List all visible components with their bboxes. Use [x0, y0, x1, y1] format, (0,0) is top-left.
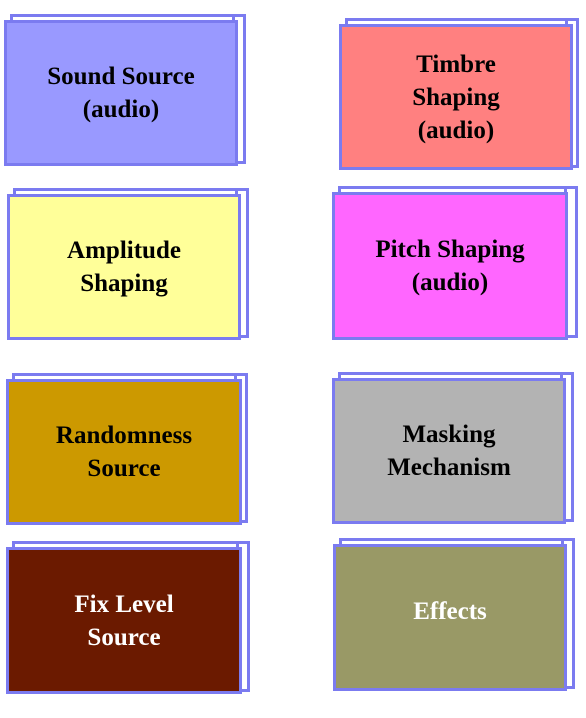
amplitude-shaping-block: Amplitude Shaping	[7, 188, 249, 340]
block-label-line: Source	[87, 623, 161, 651]
block-label-line: (audio)	[417, 116, 495, 144]
block-label-line: Amplitude	[67, 237, 181, 264]
sound-source-block: Sound Source (audio)	[4, 14, 246, 166]
sound-source-face: Sound Source (audio)	[4, 20, 238, 166]
block-label-line: Randomness	[55, 422, 193, 449]
block-label-line: Sound Source	[47, 63, 195, 90]
block-label-line: Mechanism	[387, 454, 511, 481]
randomness-source-block: Randomness Source	[6, 373, 248, 525]
timbre-shaping-block: Timbre Shaping (audio)	[339, 18, 579, 170]
block-label-line: Shaping	[412, 83, 500, 111]
block-label-line: Fix Level	[74, 590, 174, 618]
block-label-line: Effects	[413, 598, 487, 625]
block-label-line: Shaping	[80, 270, 168, 297]
effects-face: Effects	[333, 544, 567, 691]
block-label-line: Timbre	[416, 50, 496, 78]
timbre-shaping-face: Timbre Shaping (audio)	[339, 24, 573, 170]
block-label-line: Masking	[402, 421, 496, 448]
fix-level-source-block: Fix Level Source	[6, 541, 250, 694]
effects-block: Effects	[333, 538, 575, 691]
block-label-line: (audio)	[411, 269, 489, 296]
pitch-shaping-face: Pitch Shaping (audio)	[332, 192, 568, 340]
block-label-line: Pitch Shaping	[375, 236, 525, 263]
pitch-shaping-block: Pitch Shaping (audio)	[332, 186, 578, 340]
masking-mechanism-face: Masking Mechanism	[332, 378, 566, 524]
fix-level-source-face: Fix Level Source	[6, 547, 242, 694]
masking-mechanism-block: Masking Mechanism	[332, 372, 574, 524]
randomness-source-face: Randomness Source	[6, 379, 242, 525]
amplitude-shaping-face: Amplitude Shaping	[7, 194, 241, 340]
block-label-line: Source	[87, 455, 161, 482]
block-label-line: (audio)	[82, 96, 160, 123]
